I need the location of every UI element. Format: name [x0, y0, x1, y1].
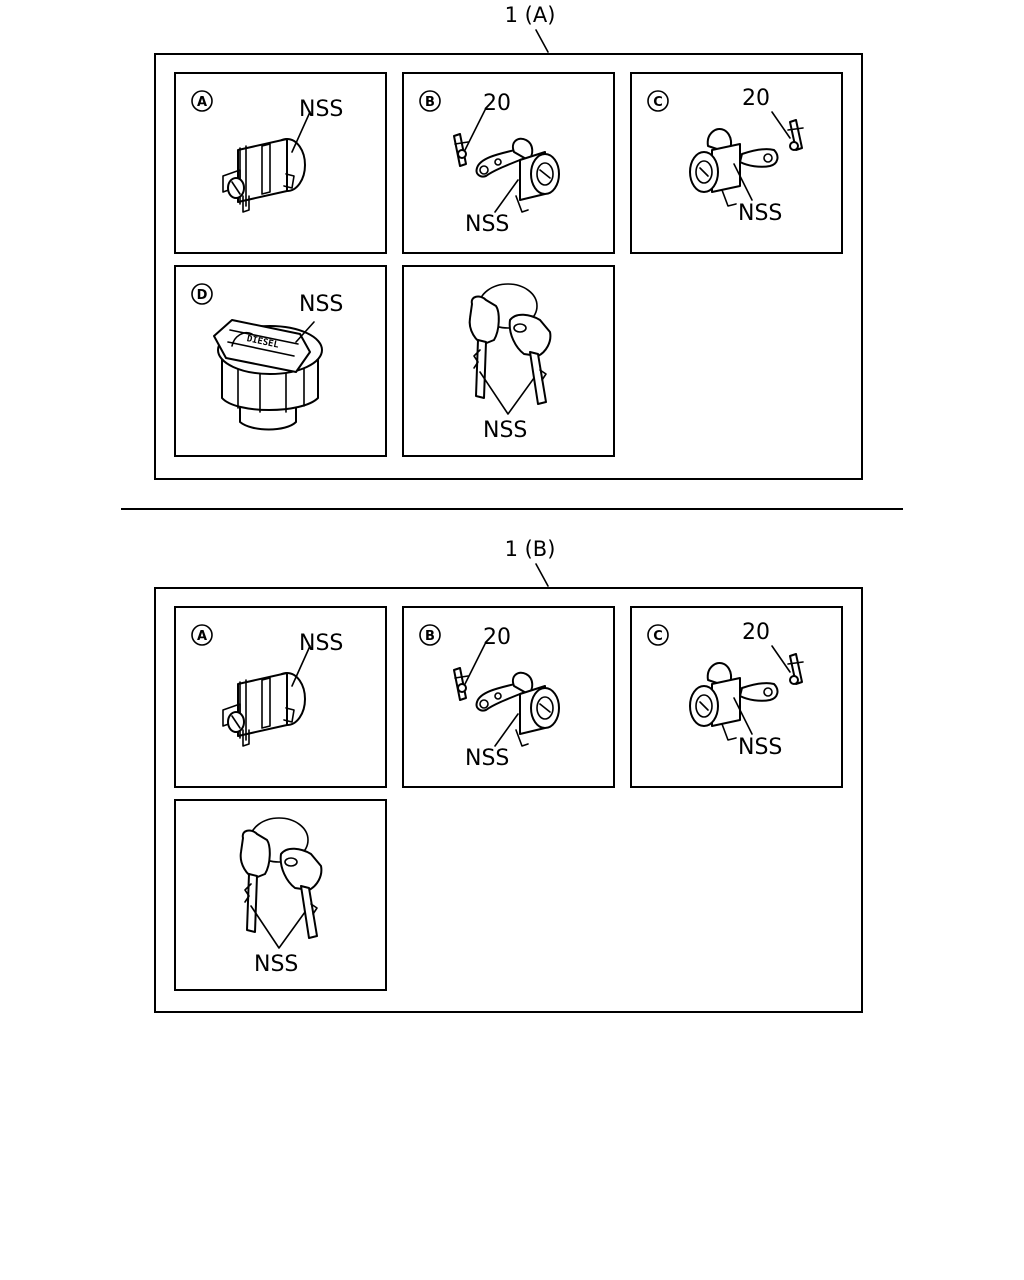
part-number-label: 20: [742, 620, 770, 645]
lock-cylinder-icon: [689, 111, 804, 207]
panel-keys: NSS: [174, 799, 387, 991]
nss-label: NSS: [465, 212, 509, 237]
panel-letter-badge: [647, 624, 669, 646]
fuel-cap-icon: DIESEL: [213, 319, 323, 431]
nss-label: NSS: [738, 201, 782, 226]
panel-keys: NSS: [402, 265, 615, 457]
nss-label: NSS: [299, 97, 343, 122]
group-a-title: 1 (A): [505, 3, 556, 27]
group-b-leader: [535, 563, 549, 587]
group-b-frame: [154, 587, 863, 1013]
part-number-label: 20: [742, 86, 770, 111]
panel-letter-badge: [647, 90, 669, 112]
part-number-label: 20: [483, 91, 511, 116]
panel-b-lock-with-clip: B 20 NSS: [402, 606, 615, 788]
group-a-frame: [154, 53, 863, 480]
panel-letter-badge: [191, 283, 213, 305]
panel-c-lock-with-clip: C 20 NSS: [630, 72, 843, 254]
panel-b-lock-with-clip: B 20 NSS: [402, 72, 615, 254]
keys-icon: [239, 817, 323, 949]
door-lock-cylinder-icon: [222, 111, 311, 213]
nss-label: NSS: [465, 746, 509, 771]
panel-letter: A: [197, 95, 207, 110]
panel-letter: A: [197, 629, 207, 644]
panel-letter: C: [653, 629, 663, 644]
group-a-leader: [535, 29, 549, 53]
nss-label: NSS: [483, 418, 527, 443]
nss-label: NSS: [299, 292, 343, 317]
panel-letter-badge: [419, 90, 441, 112]
lock-cylinder-icon: [689, 645, 804, 741]
door-lock-cylinder-icon: [222, 645, 311, 747]
lock-cylinder-icon: [453, 643, 560, 747]
panel-letter-badge: [419, 624, 441, 646]
nss-label: NSS: [299, 631, 343, 656]
panel-a-lock-cylinder: A NSS: [174, 606, 387, 788]
panel-letter: B: [425, 629, 435, 644]
group-b-title: 1 (B): [505, 537, 556, 561]
panel-letter: D: [197, 288, 208, 303]
nss-label: NSS: [738, 735, 782, 760]
panel-letter-badge: [191, 90, 213, 112]
panel-letter: C: [653, 95, 663, 110]
nss-label: NSS: [254, 952, 298, 977]
part-number-label: 20: [483, 625, 511, 650]
panel-d-fuel-cap: D NSS DIESEL: [174, 265, 387, 457]
lock-cylinder-icon: [453, 109, 560, 213]
panel-c-lock-with-clip: C 20 NSS: [630, 606, 843, 788]
panel-a-lock-cylinder: A NSS: [174, 72, 387, 254]
keys-icon: [468, 283, 552, 415]
panel-letter: B: [425, 95, 435, 110]
panel-letter-badge: [191, 624, 213, 646]
